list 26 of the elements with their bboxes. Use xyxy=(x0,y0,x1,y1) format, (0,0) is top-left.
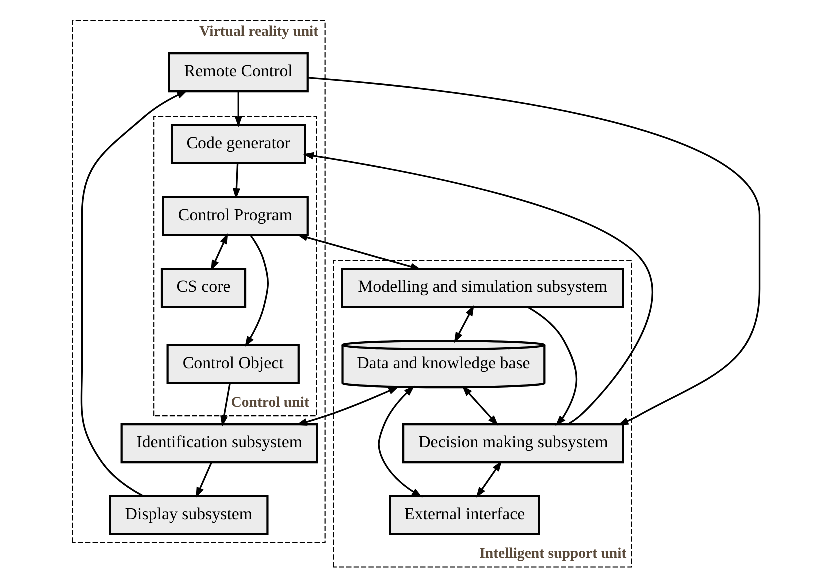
arrow xyxy=(308,77,761,426)
node-box: Identification subsystem xyxy=(120,423,318,464)
node-box: CS core xyxy=(160,268,247,308)
arrow xyxy=(196,462,212,498)
node-box: Control Object xyxy=(166,344,300,384)
arrow xyxy=(462,386,499,426)
node-box: Display subsystem xyxy=(109,495,269,536)
arrow xyxy=(234,92,242,128)
arrow xyxy=(303,152,654,426)
arrow xyxy=(476,460,502,498)
arrow xyxy=(528,306,578,426)
node-box: Modelling and simulation subsystem xyxy=(341,268,624,308)
arrow xyxy=(80,90,188,498)
node-box: External interface xyxy=(389,495,540,536)
arrow xyxy=(245,235,269,348)
arrow xyxy=(232,164,240,200)
arrow xyxy=(211,233,228,272)
node-box: Code generator xyxy=(171,124,306,165)
arrow xyxy=(378,386,423,498)
node-box: Control Program xyxy=(162,196,309,236)
node-box: Decision making subsystem xyxy=(402,423,624,464)
arrow xyxy=(297,234,422,271)
arrow xyxy=(296,386,400,426)
arrow xyxy=(454,305,474,344)
arrow xyxy=(220,384,231,427)
node-box: Remote Control xyxy=(168,52,309,93)
